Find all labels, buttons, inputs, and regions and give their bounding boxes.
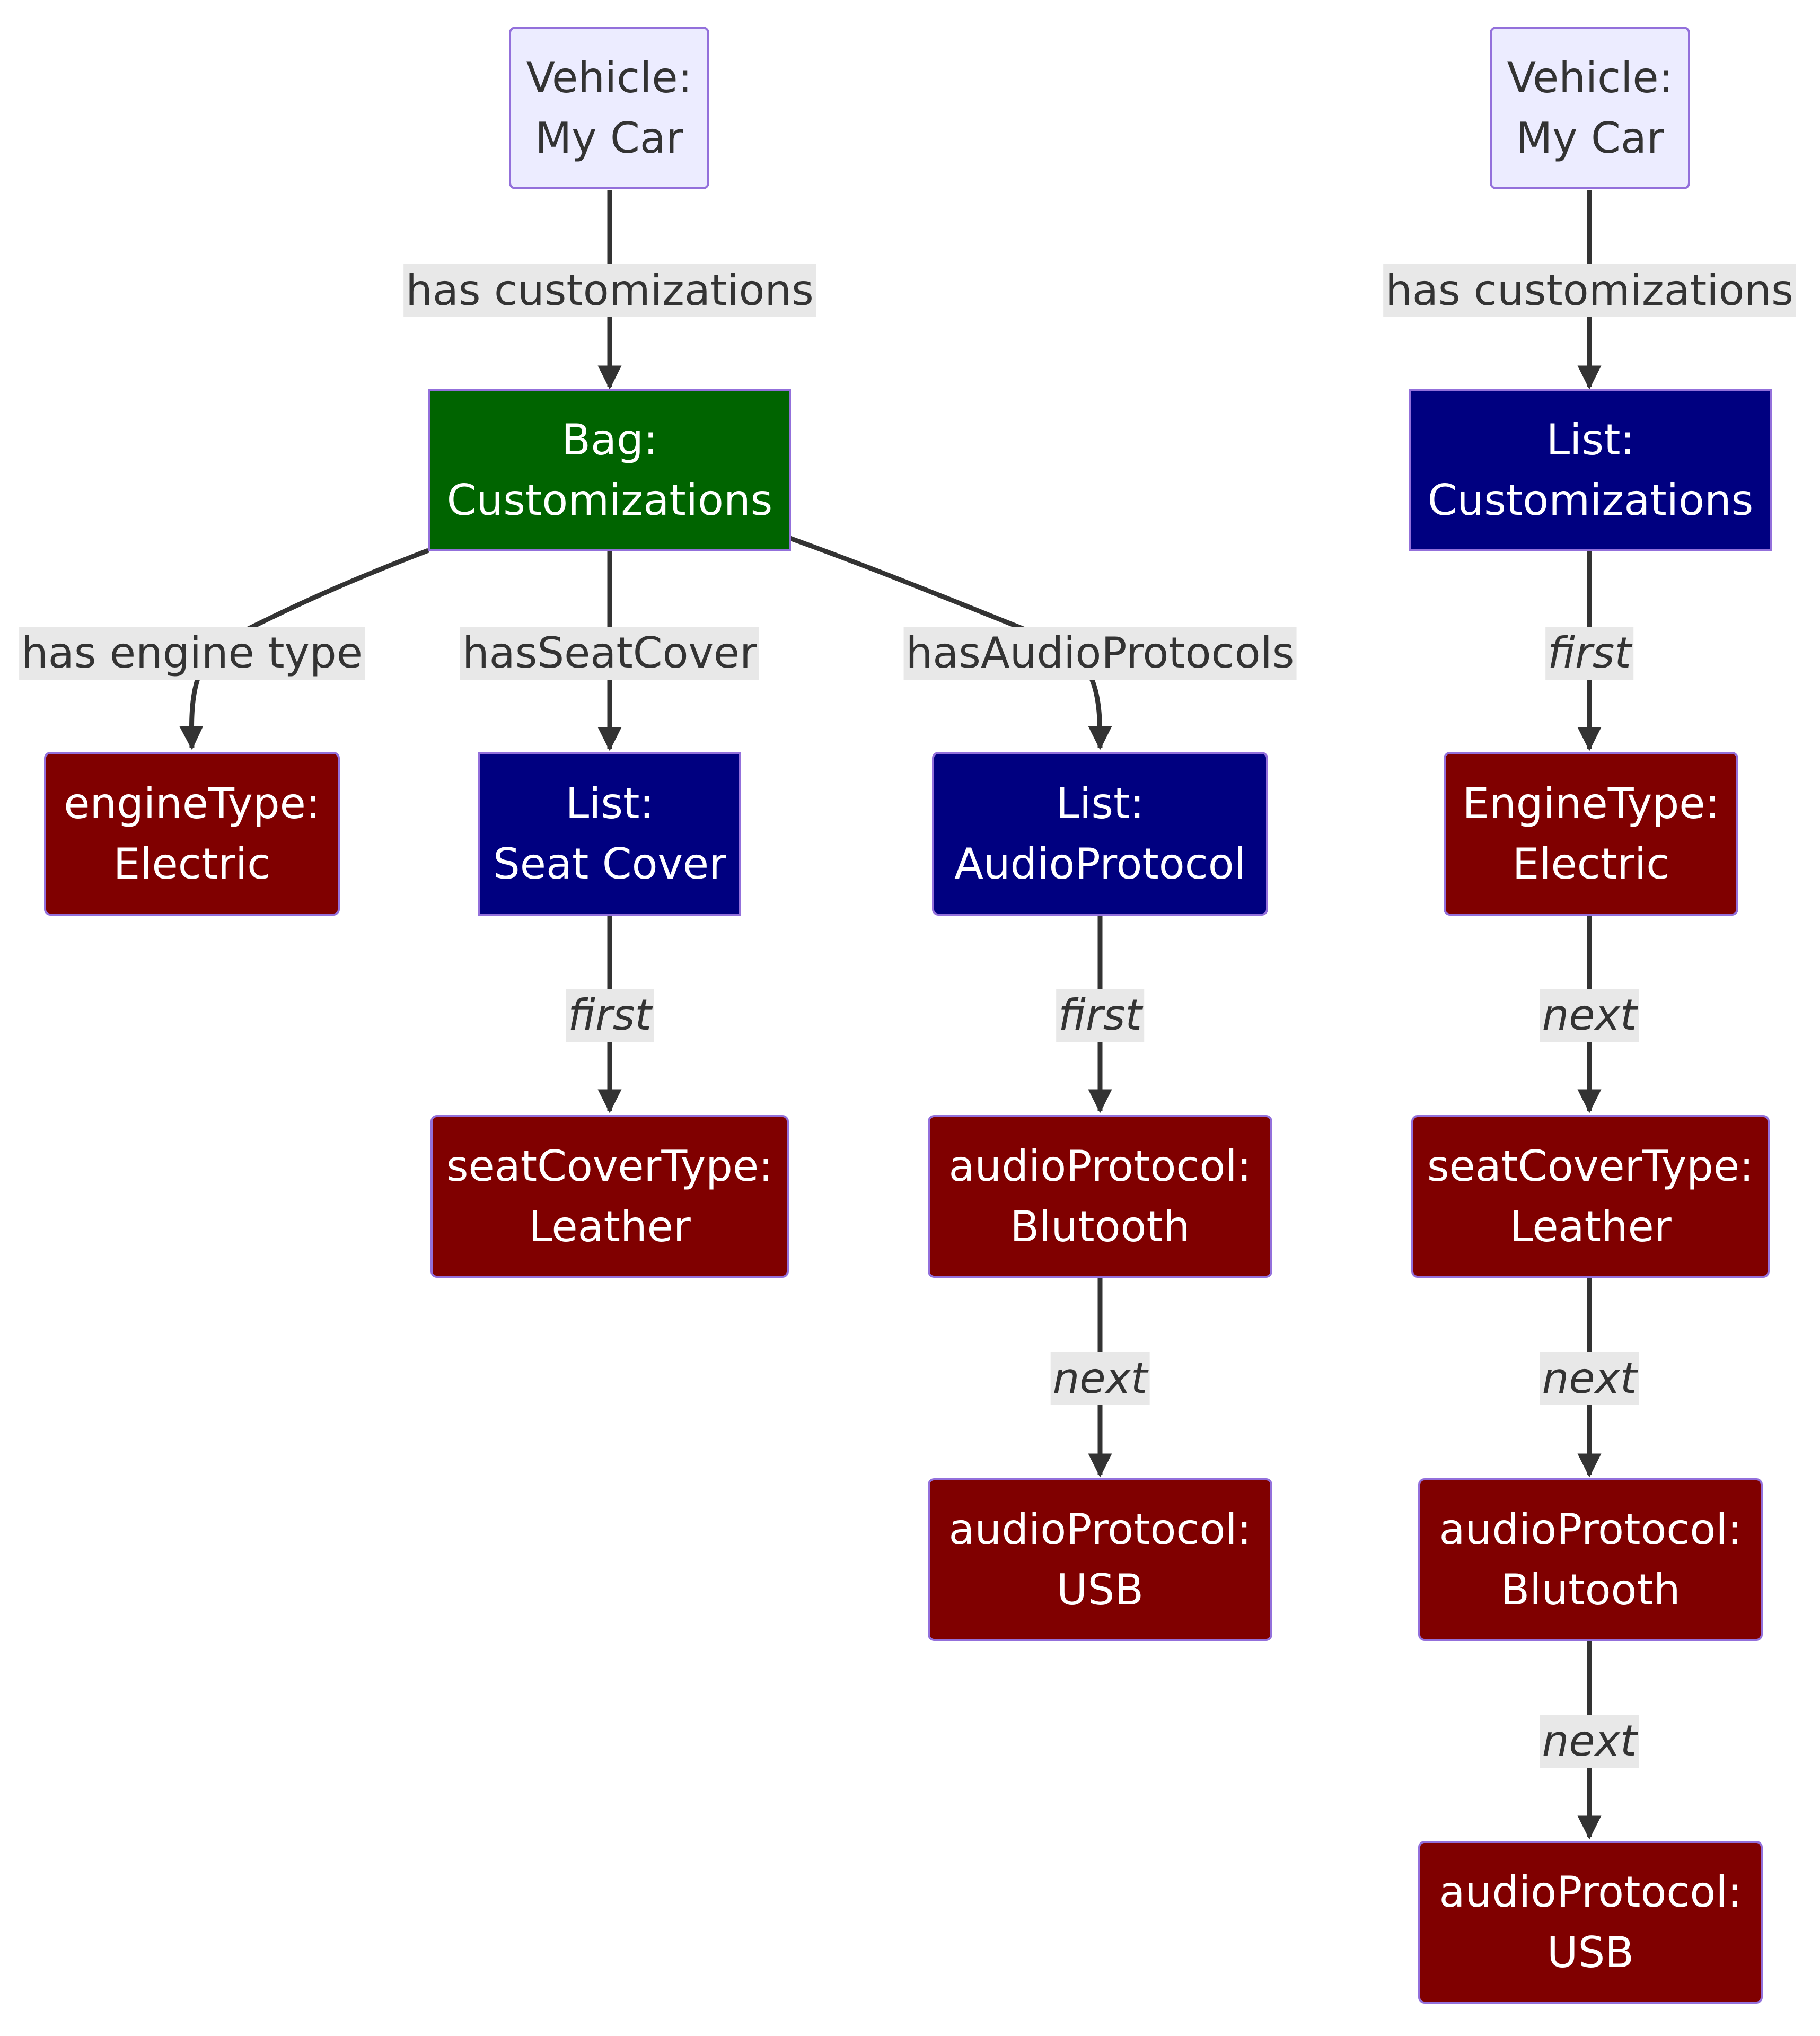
- right-seat-leather-label-2: Leather: [1509, 1201, 1672, 1251]
- right-vehicle-label-1: Vehicle:: [1507, 52, 1673, 102]
- right-engine-node[interactable]: EngineType: Electric: [1444, 752, 1738, 916]
- left-audio-list-label-2: AudioProtocol: [954, 839, 1246, 889]
- left-seat-list-label-2: Seat Cover: [493, 839, 727, 889]
- right-audio-usb-node[interactable]: audioProtocol: USB: [1418, 1841, 1763, 2004]
- right-audio-bt-node[interactable]: audioProtocol: Blutooth: [1418, 1478, 1763, 1641]
- left-audio-list-node[interactable]: List: AudioProtocol: [932, 752, 1268, 916]
- left-seat-leather-label-1: seatCoverType:: [446, 1141, 773, 1191]
- left-edge-label-audio-next: next: [1050, 1352, 1150, 1405]
- left-edge-label-has-customizations: has customizations: [403, 264, 816, 317]
- right-audio-usb-label-2: USB: [1546, 1927, 1634, 1977]
- left-edge-label-has-audio-protocols: hasAudioProtocols: [903, 627, 1297, 680]
- left-edge-label-has-engine-type: has engine type: [19, 627, 365, 680]
- right-seat-leather-label-1: seatCoverType:: [1427, 1141, 1754, 1191]
- left-audio-bt-label-1: audioProtocol:: [948, 1141, 1252, 1191]
- right-audio-bt-label-1: audioProtocol:: [1439, 1504, 1742, 1554]
- left-edge-label-seat-first: first: [566, 989, 654, 1042]
- right-edge-label-next-1: next: [1540, 989, 1639, 1042]
- right-edge-label-first: first: [1545, 627, 1633, 680]
- right-edge-label-has-customizations: has customizations: [1383, 264, 1796, 317]
- left-seat-list-label-1: List:: [565, 778, 654, 828]
- right-audio-usb-label-1: audioProtocol:: [1439, 1867, 1742, 1917]
- left-seat-list-node[interactable]: List: Seat Cover: [478, 752, 741, 916]
- right-engine-label-2: Electric: [1512, 839, 1670, 889]
- left-engine-node[interactable]: engineType: Electric: [44, 752, 340, 916]
- left-audio-list-label-1: List:: [1056, 778, 1145, 828]
- left-audio-bt-label-2: Blutooth: [1010, 1201, 1190, 1251]
- right-list-label-1: List:: [1546, 415, 1635, 464]
- left-audio-usb-node[interactable]: audioProtocol: USB: [928, 1478, 1272, 1641]
- right-audio-bt-label-2: Blutooth: [1500, 1565, 1681, 1614]
- left-bag-label-1: Bag:: [561, 415, 658, 464]
- left-engine-label-1: engineType:: [64, 778, 320, 828]
- left-engine-label-2: Electric: [113, 839, 271, 889]
- right-edge-label-next-2: next: [1540, 1352, 1639, 1405]
- left-audio-usb-label-1: audioProtocol:: [948, 1504, 1252, 1554]
- left-audio-usb-label-2: USB: [1056, 1565, 1144, 1614]
- left-bag-node[interactable]: Bag: Customizations: [428, 389, 791, 551]
- left-vehicle-label-2: My Car: [535, 113, 683, 163]
- left-edge-label-audio-first: first: [1056, 989, 1144, 1042]
- left-vehicle-node[interactable]: Vehicle: My Car: [509, 27, 709, 189]
- right-list-label-2: Customizations: [1427, 475, 1754, 525]
- left-bag-label-2: Customizations: [446, 475, 773, 525]
- right-list-node[interactable]: List: Customizations: [1409, 389, 1772, 551]
- right-edge-label-next-3: next: [1540, 1715, 1639, 1768]
- right-vehicle-label-2: My Car: [1516, 113, 1664, 163]
- right-vehicle-node[interactable]: Vehicle: My Car: [1490, 27, 1690, 189]
- right-seat-leather-node[interactable]: seatCoverType: Leather: [1411, 1115, 1770, 1278]
- left-audio-bt-node[interactable]: audioProtocol: Blutooth: [928, 1115, 1272, 1278]
- right-engine-label-1: EngineType:: [1462, 778, 1720, 828]
- left-seat-leather-label-2: Leather: [529, 1201, 691, 1251]
- left-seat-leather-node[interactable]: seatCoverType: Leather: [430, 1115, 789, 1278]
- left-vehicle-label-1: Vehicle:: [526, 52, 692, 102]
- left-edge-label-has-seat-cover: hasSeatCover: [460, 627, 760, 680]
